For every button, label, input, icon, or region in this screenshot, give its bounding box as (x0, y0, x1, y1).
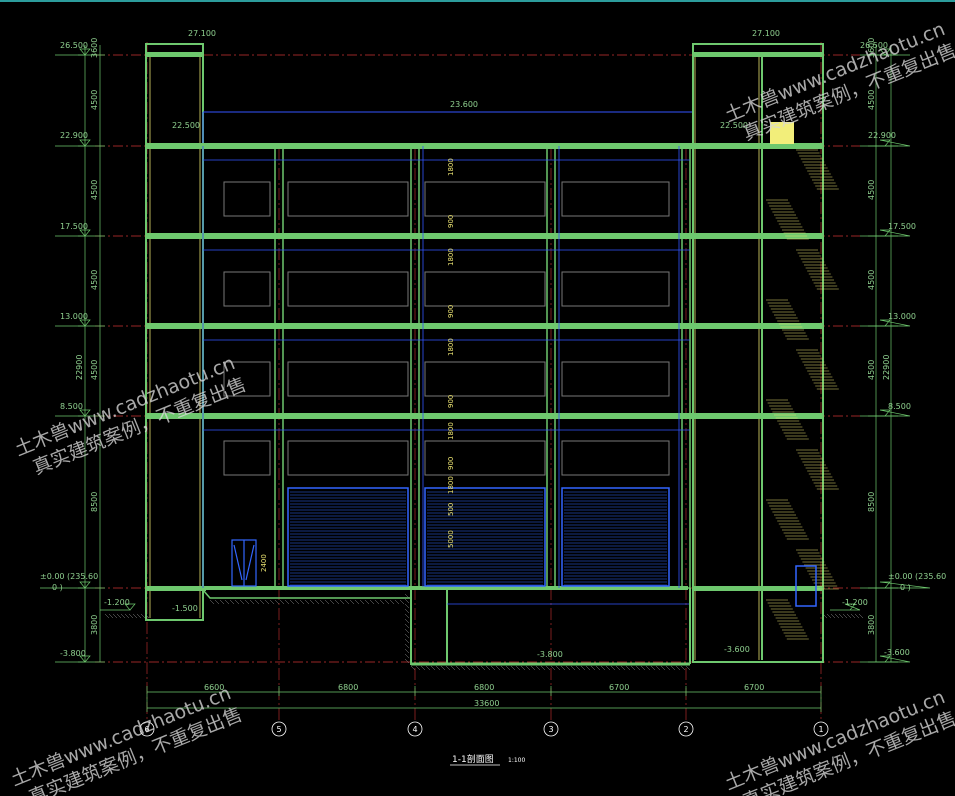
svg-text:3600: 3600 (867, 38, 876, 58)
watermark-bottom-right: 土木兽www.cadzhaotu.cn 真实建筑案例，不重复出售 (722, 686, 955, 796)
svg-text:6800: 6800 (338, 683, 358, 692)
svg-text:1800: 1800 (447, 476, 455, 494)
axis-bubble-5 (271, 721, 287, 737)
bottom-dimension-chain (146, 686, 822, 712)
axis-bubble-4 (407, 721, 423, 737)
svg-text:2: 2 (683, 725, 688, 734)
svg-text:真实建筑案例，不重复出售: 真实建筑案例，不重复出售 (740, 707, 955, 796)
svg-text:4500: 4500 (90, 90, 99, 110)
elev-000-left: ±0.00 (235.60 (40, 572, 98, 581)
svg-text:3600: 3600 (90, 38, 99, 58)
elev-m3600-stair: -3.600 (724, 645, 750, 654)
elev-m1200-left: -1.200 (104, 598, 130, 607)
right-dimension-values: 3600 4500 4500 22900 4500 4500 8500 3800 (867, 38, 891, 635)
svg-text:8500: 8500 (90, 492, 99, 512)
elev-17500-right: 17.500 (888, 222, 916, 231)
svg-text:1800: 1800 (447, 158, 455, 176)
svg-text:4500: 4500 (90, 180, 99, 200)
left-tower (145, 43, 206, 621)
svg-text:900: 900 (447, 305, 455, 318)
axis-bubble-2 (678, 721, 694, 737)
svg-text:22900: 22900 (882, 355, 891, 380)
svg-text:6700: 6700 (609, 683, 629, 692)
axis-labels: 6 5 4 3 2 1 (144, 725, 823, 734)
svg-text:1: 1 (818, 725, 823, 734)
elev-26500-left: 26.500 (60, 41, 88, 50)
svg-text:4500: 4500 (867, 270, 876, 290)
elev-m3800-basement: -3.800 (537, 650, 563, 659)
elev-m3800-left: -3.800 (60, 649, 86, 658)
shutter-doors (287, 487, 670, 587)
svg-text:6: 6 (144, 725, 149, 734)
inner-dimension-values: 1800 900 1800 900 1800 900 1800 900 1800… (260, 158, 455, 572)
right-tower (692, 43, 839, 663)
svg-text:6700: 6700 (744, 683, 764, 692)
svg-text:8500: 8500 (867, 492, 876, 512)
svg-text:1800: 1800 (447, 338, 455, 356)
svg-text:4500: 4500 (90, 360, 99, 380)
total-dimension: 33600 (474, 699, 499, 708)
watermark-bottom-left: 土木兽www.cadzhaotu.cn 真实建筑案例，不重复出售 (8, 682, 246, 796)
axis-bubble-3 (543, 721, 559, 737)
elev-27100-right: 27.100 (752, 29, 780, 38)
elev-23600: 23.600 (450, 100, 478, 109)
elev-000-right: ±0.00 (235.60 (888, 572, 946, 581)
windows (223, 181, 670, 476)
svg-text:6800: 6800 (474, 683, 494, 692)
elev-13000-left: 13.000 (60, 312, 88, 321)
elev-8500-left: 8.500 (60, 402, 83, 411)
elev-17500-left: 17.500 (60, 222, 88, 231)
left-dimension-values: 3600 4500 4500 22900 4500 4500 8500 3800 (75, 38, 99, 635)
axis-bubble-6 (139, 721, 155, 737)
door-dimension: 2400 (260, 554, 268, 572)
svg-text:5000: 5000 (447, 530, 455, 548)
basement (202, 587, 691, 666)
entry-door (231, 539, 257, 587)
svg-text:3800: 3800 (90, 615, 99, 635)
elev-m1500: -1.500 (172, 604, 198, 613)
elev-m3600-right: -3.600 (884, 648, 910, 657)
beams (202, 146, 690, 588)
elev-26500-right: 26.500 (860, 41, 888, 50)
svg-text:3: 3 (548, 725, 553, 734)
svg-text:4500: 4500 (867, 360, 876, 380)
svg-text:3800: 3800 (867, 615, 876, 635)
drawing-title: 1-1剖面图 (452, 753, 494, 765)
svg-text:900: 900 (447, 457, 455, 470)
axis-bubbles (139, 721, 829, 737)
elev-13000-right: 13.000 (888, 312, 916, 321)
elevation-markers-left (40, 48, 136, 663)
axis-bubble-1 (813, 721, 829, 737)
elev-000-left-b: 0 ) (52, 583, 63, 592)
columns (274, 145, 691, 589)
bottom-dimension-values: 6600 6800 6800 6700 6700 33600 (204, 683, 764, 708)
svg-text:900: 900 (447, 215, 455, 228)
drawing-scale: 1:100 (508, 757, 525, 764)
elev-22500-right: 22.500 (720, 121, 748, 130)
svg-text:5: 5 (276, 725, 281, 734)
svg-text:4500: 4500 (90, 270, 99, 290)
svg-text:1800: 1800 (447, 422, 455, 440)
elev-8500-right: 8.500 (888, 402, 911, 411)
svg-text:4500: 4500 (867, 90, 876, 110)
svg-text:1800: 1800 (447, 248, 455, 266)
elev-22500-left: 22.500 (172, 121, 200, 130)
roof-band (202, 44, 694, 146)
svg-text:4: 4 (412, 725, 417, 734)
svg-text:6600: 6600 (204, 683, 224, 692)
elevation-markers-right (830, 48, 931, 663)
left-dimension-chain (78, 45, 105, 663)
elev-000-right-b: 0 ) (900, 583, 911, 592)
svg-text:500: 500 (447, 503, 455, 516)
svg-text:4500: 4500 (867, 180, 876, 200)
elev-22900-right: 22.900 (868, 131, 896, 140)
ground-hatch (104, 593, 864, 671)
elev-27100-left: 27.100 (188, 29, 216, 38)
elev-m1200-right: -1.200 (842, 598, 868, 607)
svg-text:900: 900 (447, 395, 455, 408)
elev-22900-left: 22.900 (60, 131, 88, 140)
svg-text:22900: 22900 (75, 355, 84, 380)
